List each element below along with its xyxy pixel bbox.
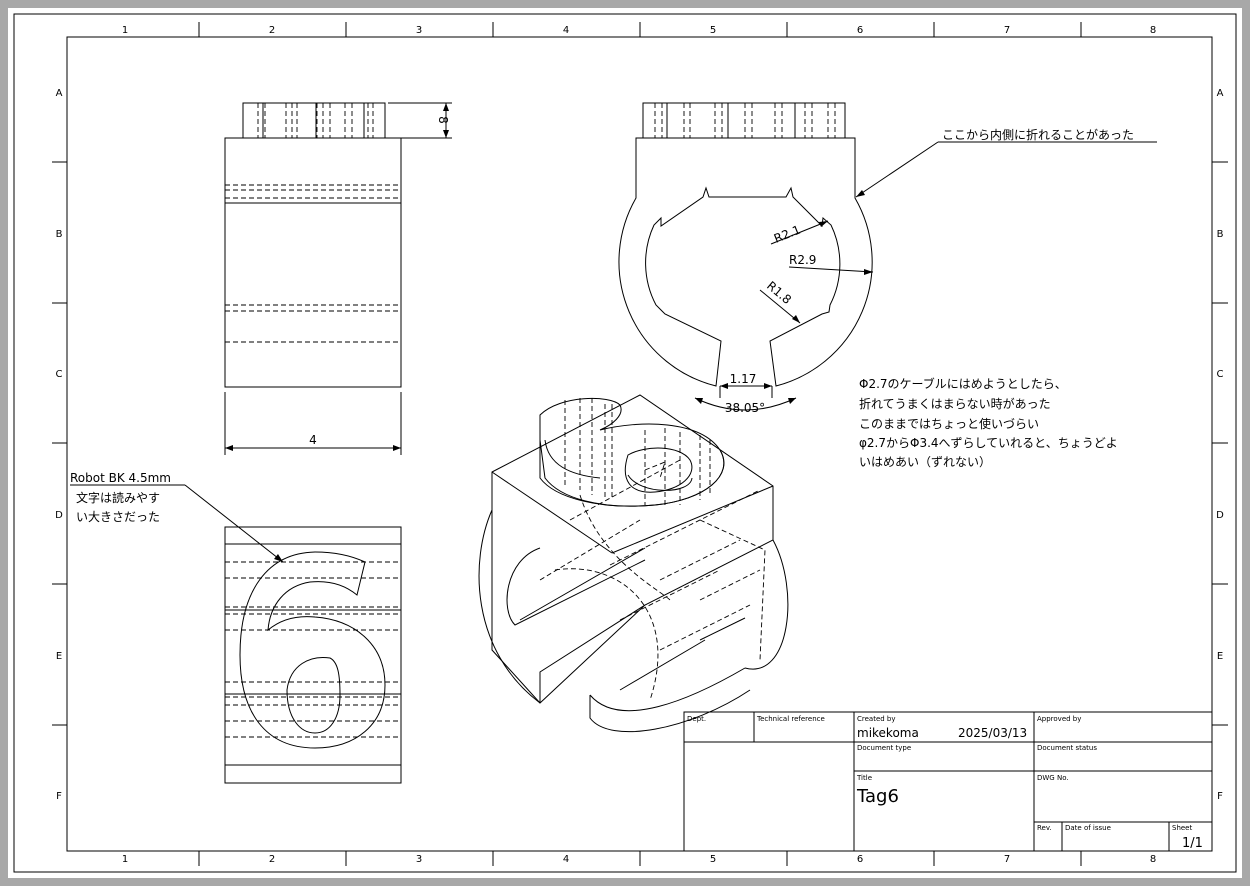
dim-top-height: 8	[436, 116, 450, 124]
front-view-upper: 4	[224, 137, 402, 455]
cable-note-line3: このままではちょっと使いづらい	[859, 416, 1039, 431]
sheet-label: Sheet	[1172, 824, 1192, 832]
zone-row-c: C	[56, 369, 63, 380]
zone-col-5-bottom: 5	[710, 854, 716, 865]
dim-gap: 1.17	[730, 372, 757, 386]
zone-col-8: 8	[1150, 25, 1156, 36]
cable-note-line1: Φ2.7のケーブルにはめようとしたら、	[859, 376, 1067, 391]
ring-view: R2.1 R2.9 R1.8 1.17 38.05°	[618, 102, 874, 415]
dim-angle: 38.05°	[725, 401, 765, 415]
drawing-canvas: 1 2 3 4 5 6 7 8 1 2 3 4 5 6 7 8 A B C D …	[13, 13, 1237, 873]
inner-fold-note: ここから内側に折れることがあった	[855, 127, 1157, 198]
isometric-view	[478, 394, 789, 733]
drawing-sheet: 1 2 3 4 5 6 7 8 1 2 3 4 5 6 7 8 A B C D …	[8, 8, 1242, 878]
title-block: Dept. Technical reference Created by mik…	[683, 711, 1213, 852]
doc-status-label: Document status	[1037, 744, 1097, 752]
outer-frame	[13, 13, 1237, 873]
dwg-no-label: DWG No.	[1037, 774, 1069, 782]
font-note-line2: い大きさだった	[76, 510, 160, 524]
zone-row-b: B	[56, 229, 63, 240]
font-note: Robot BK 4.5mm 文字は読みやす い大きさだった	[70, 471, 284, 563]
zone-col-5: 5	[710, 25, 716, 36]
zone-col-3: 3	[416, 25, 422, 36]
zone-ticks	[52, 22, 1228, 866]
zone-row-d: D	[55, 510, 63, 521]
zone-row-e: E	[56, 651, 62, 662]
dim-r-inner: R1.8	[764, 279, 794, 307]
dim-front-width: 4	[309, 433, 317, 447]
cable-note-line5: いはめあい（ずれない）	[859, 455, 991, 469]
dim-r-slot: R2.1	[772, 223, 803, 246]
zone-col-1: 1	[122, 25, 128, 36]
created-by-label: Created by	[857, 715, 896, 723]
raised-numeral	[539, 397, 725, 507]
created-by-value: mikekoma	[857, 726, 919, 740]
zone-col-2: 2	[269, 25, 275, 36]
rev-label: Rev.	[1037, 824, 1052, 832]
zone-col-1-bottom: 1	[122, 854, 128, 865]
zone-col-6: 6	[857, 25, 863, 36]
zone-col-6-bottom: 6	[857, 854, 863, 865]
tech-ref-label: Technical reference	[756, 715, 825, 723]
zone-row-d-right: D	[1216, 510, 1224, 521]
zone-row-c-right: C	[1217, 369, 1224, 380]
zone-col-7: 7	[1004, 25, 1010, 36]
doc-type-label: Document type	[857, 744, 911, 752]
inner-fold-text: ここから内側に折れることがあった	[942, 127, 1134, 142]
front-view-lower	[224, 526, 402, 784]
zone-col-2-bottom: 2	[269, 854, 275, 865]
top-view-left: 8	[242, 102, 452, 139]
date-issue-label: Date of issue	[1065, 824, 1111, 832]
created-date-value: 2025/03/13	[958, 726, 1027, 740]
title-label: Title	[856, 774, 872, 782]
zone-col-3-bottom: 3	[416, 854, 422, 865]
zone-col-4-bottom: 4	[563, 854, 569, 865]
zone-row-a-right: A	[1217, 88, 1224, 99]
font-note-line1: 文字は読みやす	[76, 490, 160, 505]
digit-six-outline	[239, 551, 386, 749]
approved-by-label: Approved by	[1037, 715, 1081, 723]
zone-col-4: 4	[563, 25, 569, 36]
zone-row-a: A	[56, 88, 63, 99]
zone-col-8-bottom: 8	[1150, 854, 1156, 865]
zone-row-e-right: E	[1217, 651, 1223, 662]
sheet-value: 1/1	[1182, 836, 1203, 851]
zone-row-f-right: F	[1217, 791, 1223, 802]
zone-col-7-bottom: 7	[1004, 854, 1010, 865]
dept-label: Dept.	[687, 715, 706, 723]
font-label: Robot BK 4.5mm	[70, 471, 171, 485]
zone-row-f: F	[56, 791, 62, 802]
title-value: Tag6	[856, 786, 899, 807]
dim-r-outer: R2.9	[789, 253, 816, 267]
cable-note: Φ2.7のケーブルにはめようとしたら、 折れてうまくはまらない時があった このま…	[859, 376, 1118, 469]
cable-note-line2: 折れてうまくはまらない時があった	[859, 396, 1051, 411]
zone-row-b-right: B	[1217, 229, 1224, 240]
cable-note-line4: φ2.7からΦ3.4へずらしていれると、ちょうどよ	[859, 436, 1118, 450]
